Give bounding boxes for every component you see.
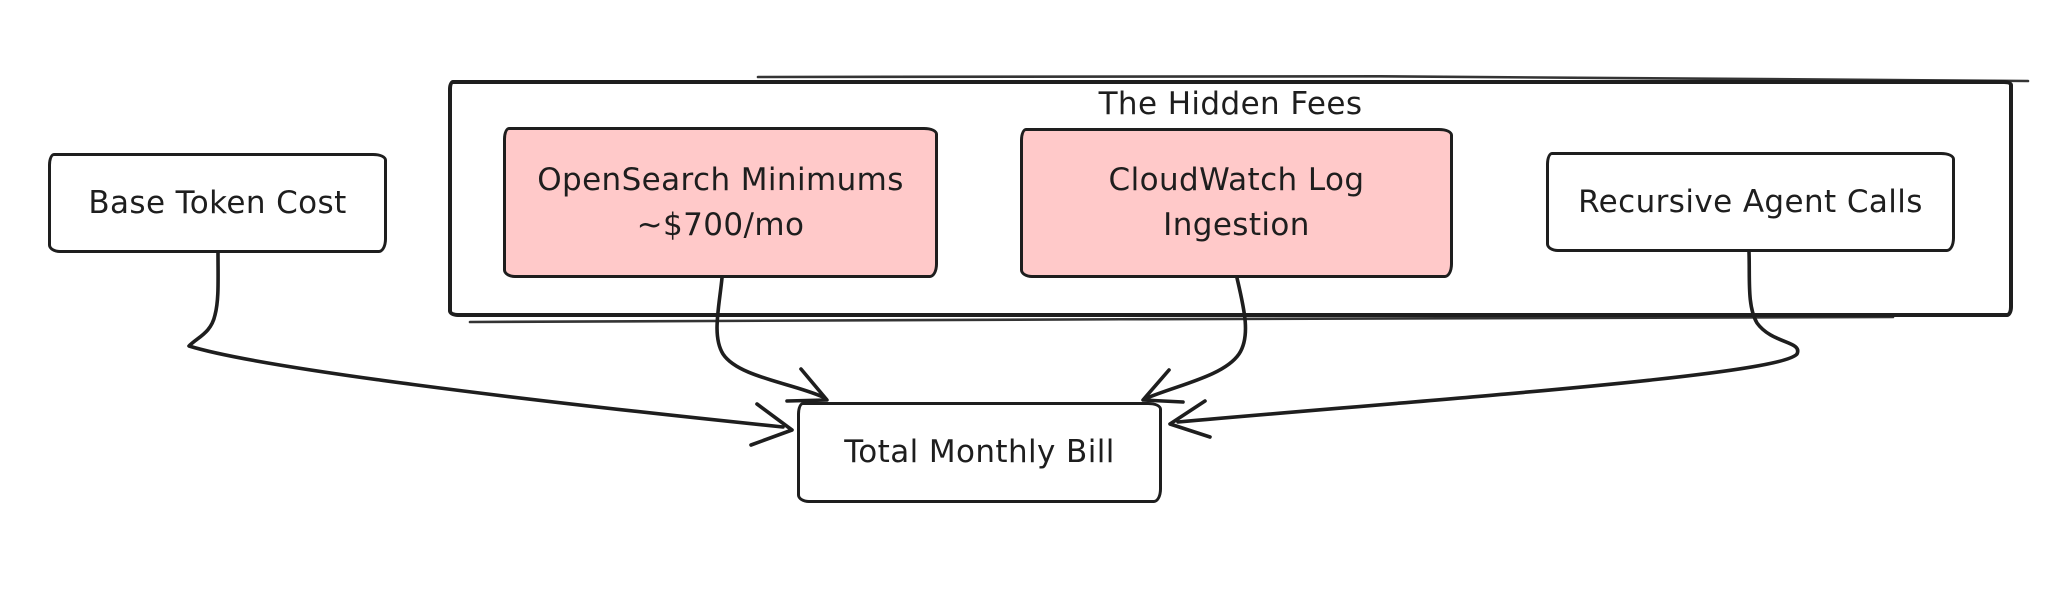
node-label-line-1: CloudWatch Log [1108, 162, 1365, 198]
hidden-fees-frame-label: The Hidden Fees [1098, 86, 1363, 122]
node-total-monthly-bill[interactable]: Total Monthly Bill [797, 402, 1162, 503]
node-cloudwatch-log-ingestion[interactable]: CloudWatch Log Ingestion [1020, 128, 1453, 278]
arrowhead [749, 402, 794, 447]
arrowhead [1141, 368, 1185, 404]
node-label: Total Monthly Bill [844, 434, 1115, 470]
arrowhead [1168, 399, 1212, 439]
frame-restroke-bottom [468, 315, 1895, 324]
node-label-line-2: ~$700/mo [636, 206, 805, 243]
node-label: Base Token Cost [88, 184, 347, 221]
node-label: Recursive Agent Calls [1578, 183, 1923, 220]
node-base-token-cost[interactable]: Base Token Cost [48, 153, 387, 253]
node-opensearch-minimums[interactable]: OpenSearch Minimums ~$700/mo [503, 127, 938, 278]
arrowhead [785, 367, 829, 403]
node-label-line-1: OpenSearch Minimums [537, 161, 904, 198]
node-label-line-2: Ingestion [1163, 207, 1310, 243]
node-recursive-agent-calls[interactable]: Recursive Agent Calls [1546, 152, 1955, 252]
